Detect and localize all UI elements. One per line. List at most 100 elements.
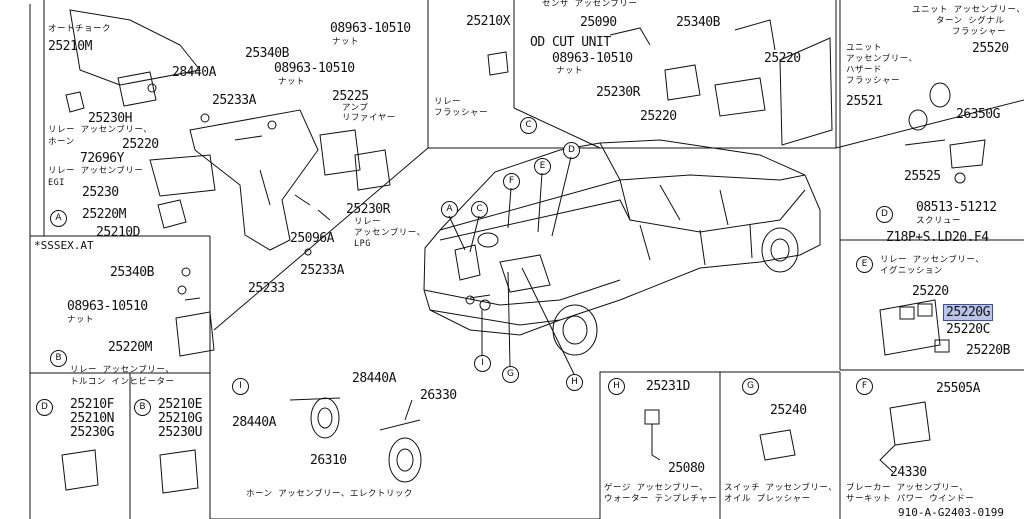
- part-25220-c-right[interactable]: 25220: [764, 51, 801, 66]
- part-25210F[interactable]: 25210F: [70, 397, 114, 412]
- label-relay-inhibitor-1: リレー アッセンブリー、: [70, 365, 175, 375]
- ref-g-circle: G: [742, 378, 759, 395]
- part-08963-10510-b[interactable]: 08963-10510: [67, 299, 148, 314]
- part-25210D[interactable]: 25210D: [96, 225, 140, 240]
- label-hazard-unit-1: ユニット: [846, 43, 883, 53]
- ref-b-circle: B: [50, 350, 67, 367]
- part-25233[interactable]: 25233: [248, 281, 285, 296]
- car-ref-f[interactable]: F: [503, 173, 520, 190]
- diagram-code: 910-A-G2403-0199: [898, 506, 1004, 519]
- part-25340B-c[interactable]: 25340B: [676, 15, 720, 30]
- car-ref-d[interactable]: D: [563, 142, 580, 159]
- part-24330[interactable]: 24330: [890, 465, 927, 480]
- part-25210N[interactable]: 25210N: [70, 411, 114, 426]
- part-25210M[interactable]: 25210M: [48, 39, 92, 54]
- part-25233A-top[interactable]: 25233A: [212, 93, 256, 108]
- part-08963-10510-a2[interactable]: 08963-10510: [330, 21, 411, 36]
- car-ref-c[interactable]: C: [471, 201, 488, 218]
- part-72696Y[interactable]: 72696Y: [80, 151, 124, 166]
- part-25230R-c[interactable]: 25230R: [596, 85, 640, 100]
- part-28440A[interactable]: 28440A: [172, 65, 216, 80]
- part-28440A-i-top[interactable]: 28440A: [352, 371, 396, 386]
- label-turn-signal-unit-2: ターン シグナル: [936, 16, 1005, 26]
- label-water-temp-gauge-1: ゲージ アッセンブリー、: [604, 483, 709, 493]
- part-25231D[interactable]: 25231D: [646, 379, 690, 394]
- label-relay-lpg-3: LPG: [354, 239, 371, 249]
- part-25210G[interactable]: 25210G: [158, 411, 202, 426]
- part-25240[interactable]: 25240: [770, 403, 807, 418]
- part-25230U[interactable]: 25230U: [158, 425, 202, 440]
- part-26310[interactable]: 26310: [310, 453, 347, 468]
- part-08963-10510-c[interactable]: 08963-10510: [552, 51, 633, 66]
- ref-d-circle: D: [36, 399, 53, 416]
- part-25210E[interactable]: 25210E: [158, 397, 202, 412]
- label-relay-egi-1: リレー アッセンブリー: [48, 166, 144, 176]
- ref-d-circle-2: D: [876, 206, 893, 223]
- label-relay-lpg-1: リレー: [354, 217, 382, 227]
- label-hazard-unit-3: ハザード: [846, 65, 883, 75]
- label-nut-a1: ナット: [278, 77, 306, 87]
- ref-b2-circle: B: [134, 399, 151, 416]
- car-ref-g[interactable]: G: [502, 366, 519, 383]
- part-25096A[interactable]: 25096A: [290, 231, 334, 246]
- part-25225[interactable]: 25225: [332, 89, 369, 104]
- label-sensor-assy: センサ アッセンブリー: [542, 0, 638, 9]
- part-25525[interactable]: 25525: [904, 169, 941, 184]
- part-25505A[interactable]: 25505A: [936, 381, 980, 396]
- part-25220M-b[interactable]: 25220M: [108, 340, 152, 355]
- part-25220-e[interactable]: 25220: [912, 284, 949, 299]
- caption-horn-electric: ホーン アッセンブリー、エレクトリック: [246, 489, 413, 499]
- label-turn-signal-unit-1: ユニット アッセンブリー、: [912, 5, 1024, 15]
- part-28440A-i-left[interactable]: 28440A: [232, 415, 276, 430]
- part-25230R-a[interactable]: 25230R: [346, 202, 390, 217]
- label-relay-lpg-2: アッセンブリー、: [354, 228, 426, 238]
- label-ignition-relay-2: イグニッション: [880, 266, 943, 276]
- car-ref-i[interactable]: I: [474, 355, 491, 372]
- car-ref-e[interactable]: E: [534, 158, 551, 175]
- part-25220M[interactable]: 25220M: [82, 207, 126, 222]
- ref-e-circle: E: [856, 256, 873, 273]
- part-25090[interactable]: 25090: [580, 15, 617, 30]
- part-25233A[interactable]: 25233A: [300, 263, 344, 278]
- part-25340B-b[interactable]: 25340B: [110, 265, 154, 280]
- ref-a-circle: A: [50, 210, 67, 227]
- part-25521[interactable]: 25521: [846, 94, 883, 109]
- part-25080[interactable]: 25080: [668, 461, 705, 476]
- part-25230[interactable]: 25230: [82, 185, 119, 200]
- label-hazard-unit-4: フラッシャー: [846, 76, 901, 86]
- label-screw: スクリュー: [916, 216, 962, 226]
- label-auto-choke: オートチョーク: [48, 24, 112, 34]
- label-water-temp-gauge-2: ウォーター テンプレチャー: [604, 494, 718, 504]
- part-25340B-a[interactable]: 25340B: [245, 46, 289, 61]
- label-breaker-1: ブレーカー アッセンブリー、: [846, 483, 969, 493]
- part-25230G[interactable]: 25230G: [70, 425, 114, 440]
- car-ref-h[interactable]: H: [566, 374, 583, 391]
- part-25210X[interactable]: 25210X: [466, 14, 510, 29]
- part-25220C[interactable]: 25220C: [946, 322, 990, 337]
- part-26330[interactable]: 26330: [420, 388, 457, 403]
- ref-c-circle: C: [520, 117, 537, 134]
- part-25220B[interactable]: 25220B: [966, 343, 1010, 358]
- label-oil-pressure-switch-2: オイル プレッシャー: [724, 494, 811, 504]
- label-amplifier-2: リファイヤー: [342, 113, 396, 123]
- label-breaker-2: サーキット パワー ウインドー: [846, 494, 975, 504]
- label-relay-horn-2: ホーン: [48, 137, 75, 147]
- label-od-cut-unit: OD CUT UNIT: [530, 35, 611, 50]
- label-flasher-relay-2: フラッシャー: [434, 108, 489, 118]
- panel-b-title: *SSSEX.AT: [34, 239, 94, 252]
- part-25520[interactable]: 25520: [972, 41, 1009, 56]
- label-turn-signal-unit-3: フラッシャー: [952, 27, 1007, 37]
- label-nut-a2: ナット: [332, 37, 360, 47]
- part-08513-51212[interactable]: 08513-51212: [916, 200, 997, 215]
- part-25220-c[interactable]: 25220: [640, 109, 677, 124]
- part-25230H[interactable]: 25230H: [88, 111, 132, 126]
- part-25220-a[interactable]: 25220: [122, 137, 159, 152]
- part-25220G-highlighted[interactable]: 25220G: [943, 304, 993, 321]
- car-ref-a[interactable]: A: [441, 201, 458, 218]
- part-26350G[interactable]: 26350G: [956, 107, 1000, 122]
- part-08963-10510-a1[interactable]: 08963-10510: [274, 61, 355, 76]
- label-relay-egi-2: EGI: [48, 178, 65, 188]
